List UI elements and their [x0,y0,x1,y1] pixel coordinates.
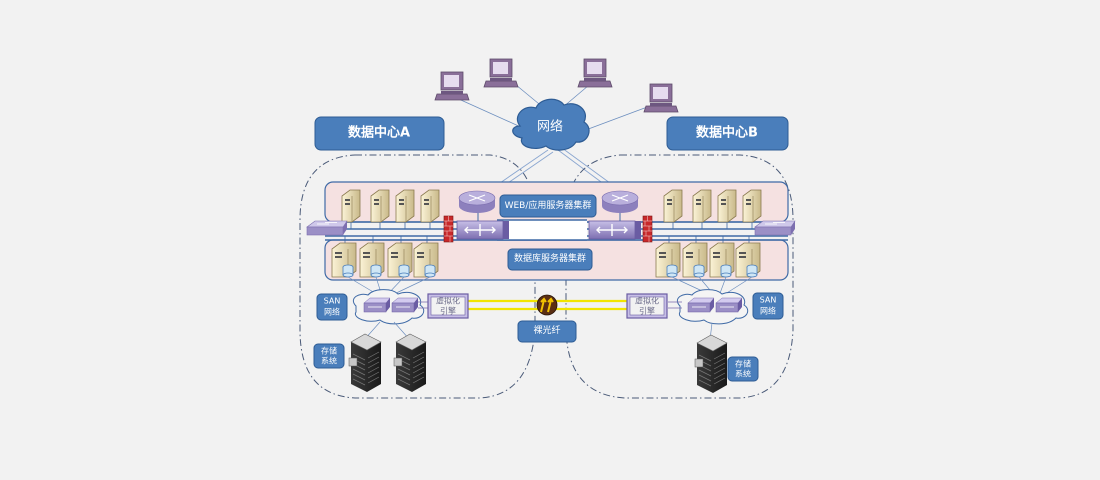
web-server-icon [395,189,415,223]
virtualization-engine-a: 虚拟化 引擎 [427,293,469,319]
svg-text:存储: 存储 [735,359,751,369]
router-icon [458,190,496,214]
svg-text:SAN: SAN [324,297,341,306]
san-label-b: SAN 网络 [752,292,784,320]
svg-text:SAN: SAN [760,296,777,305]
access-switch-icon [306,220,348,236]
network-cloud: 网络 [512,98,590,151]
web-server-icon [341,189,361,223]
client-computer-icon [434,71,470,101]
san-switch-icon [363,297,391,313]
client-computer-icon [577,58,613,88]
web-server-icon [742,189,762,223]
svg-text:数据中心B: 数据中心B [696,125,758,141]
database-server-icon [655,242,681,278]
client-computer-icon [643,83,679,113]
svg-text:裸光纤: 裸光纤 [533,324,560,336]
network-cloud-label: 网络 [537,119,563,135]
san-switch-icon [715,297,743,313]
firewall-icon [443,215,454,243]
router-icon [601,190,639,214]
storage-rack-icon [348,333,382,393]
svg-text:系统: 系统 [321,356,337,366]
storage-rack-icon [694,334,728,394]
web-server-icon [717,189,737,223]
storage-rack-icon [393,333,427,393]
svg-text:引擎: 引擎 [639,306,655,316]
db-cluster-label: 数据库服务器集群 [507,248,593,271]
database-server-icon [387,242,413,278]
web-server-icon [370,189,390,223]
svg-text:数据库服务器集群: 数据库服务器集群 [514,252,586,264]
svg-text:引擎: 引擎 [440,306,456,316]
backbone-gap-border [497,219,587,241]
database-server-icon [682,242,708,278]
svg-text:WEB/应用服务器集群: WEB/应用服务器集群 [505,199,592,211]
svg-text:数据中心A: 数据中心A [348,125,410,141]
svg-text:存储: 存储 [321,346,337,356]
svg-text:网络: 网络 [760,306,776,316]
datacenter-b-title: 数据中心B [666,116,789,151]
database-server-icon [331,242,357,278]
fiber-label: 裸光纤 [517,320,577,343]
san-cloud-b [676,289,749,325]
database-server-icon [709,242,735,278]
san-label-a: SAN 网络 [316,293,348,321]
svg-text:虚拟化: 虚拟化 [436,296,460,306]
backbone-gap [497,220,587,240]
svg-text:系统: 系统 [735,369,751,379]
database-server-icon [413,242,439,278]
svg-text:虚拟化: 虚拟化 [635,296,659,306]
san-cloud-a [352,289,425,325]
web-cluster-label: WEB/应用服务器集群 [499,194,597,218]
svg-text:网络: 网络 [324,307,340,317]
web-server-icon [692,189,712,223]
web-server-icon [420,189,440,223]
core-switch-icon [456,220,510,240]
engine-links [418,301,682,309]
virtualization-engine-b: 虚拟化 引擎 [626,293,668,319]
firewall-icon [642,215,653,243]
database-server-icon [735,242,761,278]
core-switch-icon [588,220,642,240]
client-computer-icon [483,58,519,88]
web-server-icon [663,189,683,223]
database-server-icon [359,242,385,278]
san-switch-icon [391,297,419,313]
san-switch-icon [687,297,715,313]
storage-label-a: 存储 系统 [313,343,345,369]
fiber-link-icon [536,294,558,316]
access-switch-icon [754,220,796,236]
storage-label-b: 存储 系统 [727,356,759,382]
datacenter-a-title: 数据中心A [314,116,445,151]
